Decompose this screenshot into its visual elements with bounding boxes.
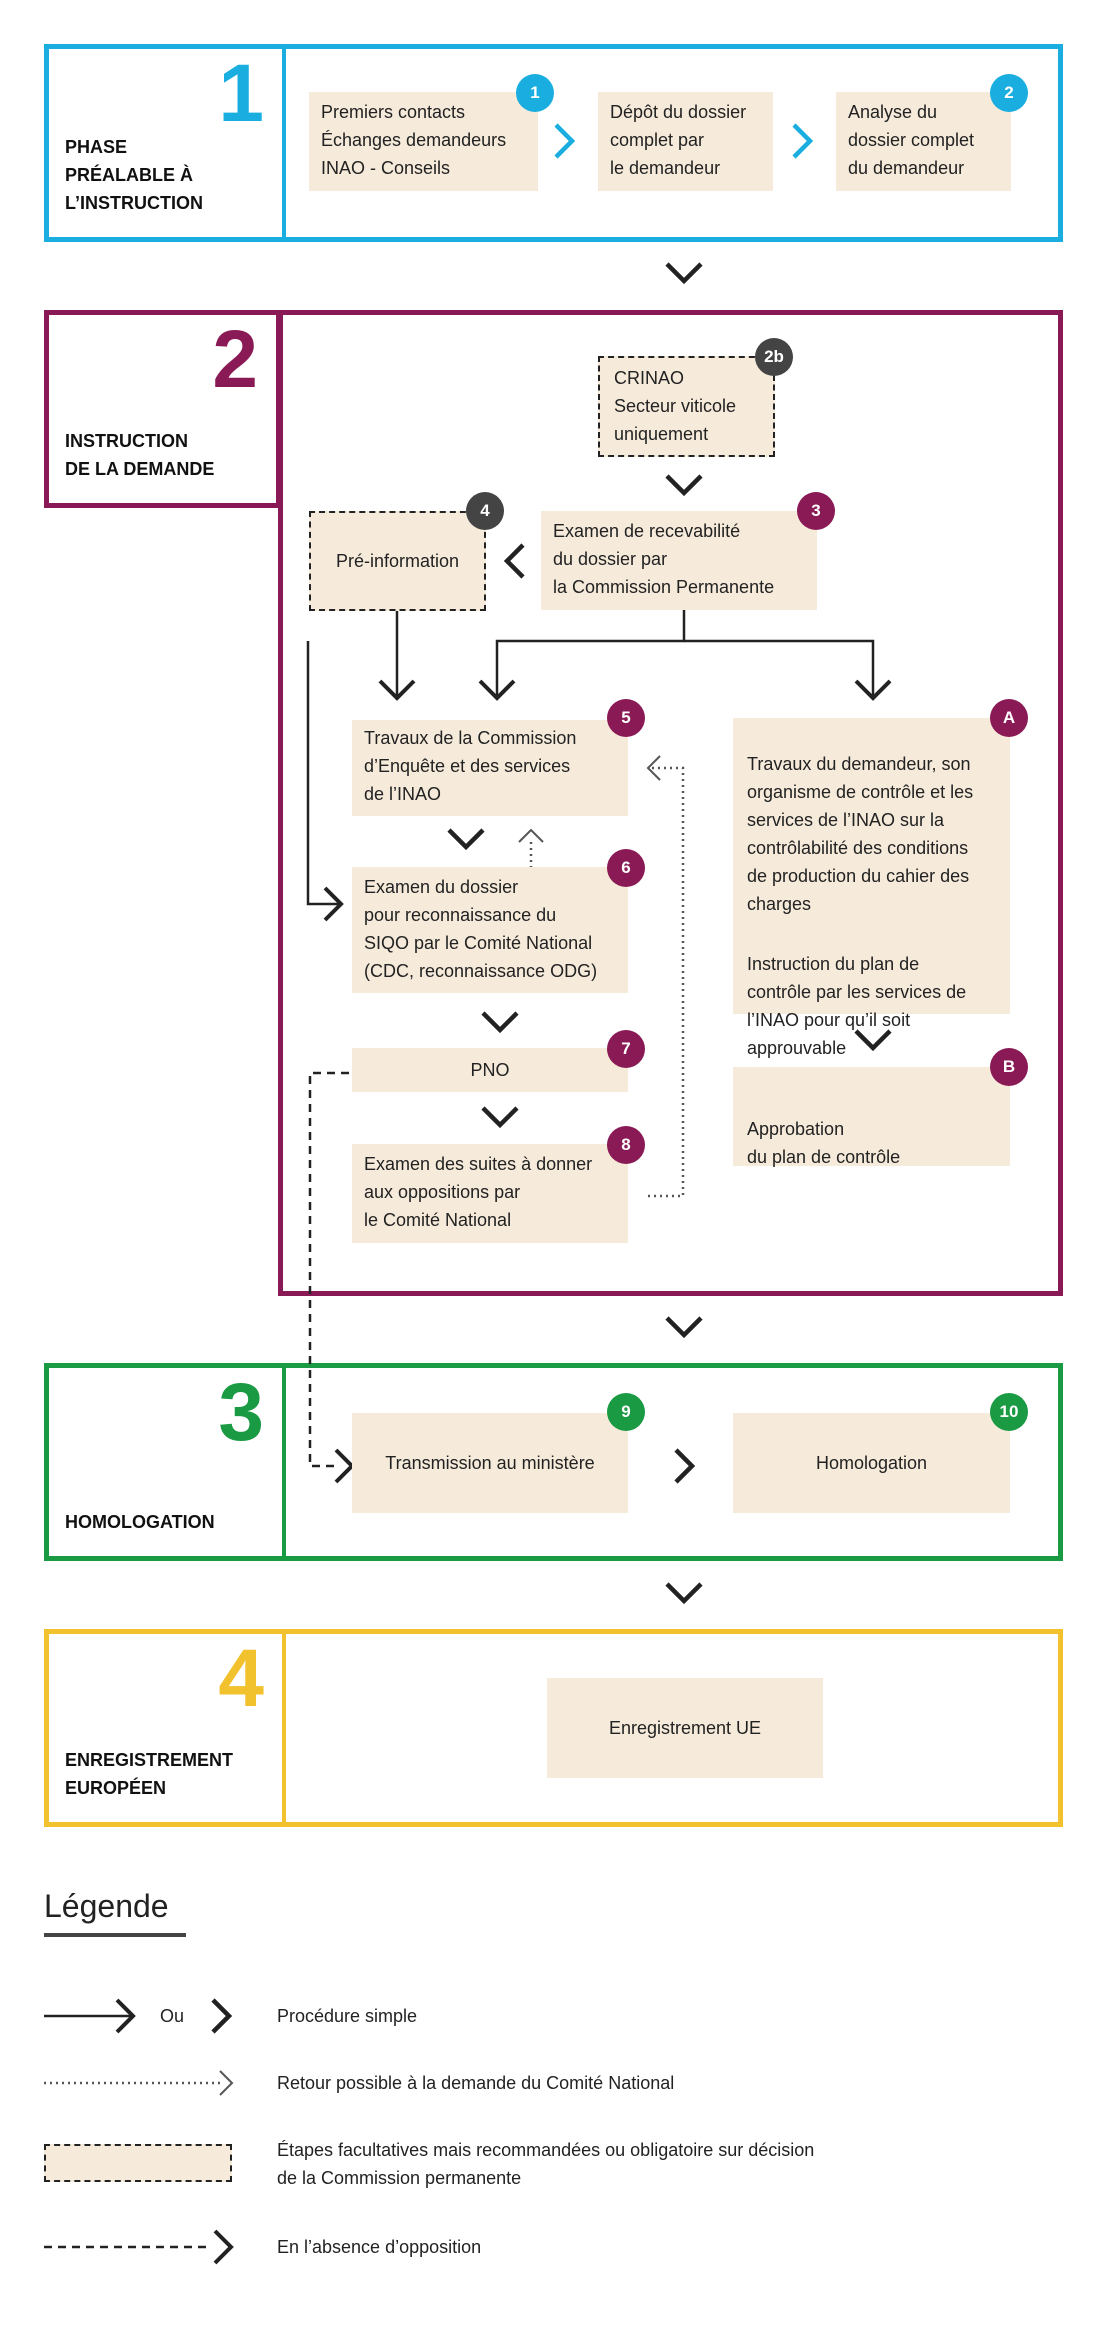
phase-1-title: PHASE PRÉALABLE À L’INSTRUCTION (65, 137, 203, 213)
badge-A: A (990, 699, 1028, 737)
chevron-down-icon (665, 1582, 703, 1605)
step-suites: Examen des suites à donner aux oppositio… (352, 1144, 628, 1243)
step-crinao: CRINAO Secteur viticole uniquement (598, 356, 775, 457)
badge-7: 7 (607, 1030, 645, 1068)
badge-B: B (990, 1048, 1028, 1086)
phase-4-label: 4 ENREGISTREMENT EUROPÉEN (49, 1634, 286, 1822)
legend-dashed-box-swatch (44, 2144, 232, 2182)
step-transmission: Transmission au ministère (352, 1413, 628, 1513)
step-homologation: Homologation (733, 1413, 1010, 1513)
step-travaux-demandeur-text: Travaux du demandeur, son organisme de c… (747, 754, 974, 914)
legend-dotted-arrowhead-icon (219, 2070, 234, 2096)
badge-10: 10 (990, 1393, 1028, 1431)
legend-dotted-text: Retour possible à la demande du Comité N… (277, 2073, 675, 2093)
step-travaux-demandeur: Travaux du demandeur, son organisme de c… (733, 718, 1010, 1058)
step-premiers-contacts: Premiers contacts Échanges demandeurs IN… (309, 92, 538, 191)
step-recevabilite: Examen de recevabilité du dossier par la… (541, 511, 817, 610)
phase-2-title: INSTRUCTION DE LA DEMANDE (65, 431, 215, 479)
phase-3-number: 3 (218, 1367, 264, 1458)
badge-6: 6 (607, 849, 645, 887)
step-pno: PNO (352, 1048, 628, 1092)
badge-1: 1 (516, 74, 554, 112)
step-examen-dossier: Examen du dossier pour reconnaissance du… (352, 867, 628, 993)
phase-4-number: 4 (218, 1633, 264, 1724)
step-pre-information: Pré-information (309, 511, 486, 611)
badge-9: 9 (607, 1393, 645, 1431)
chevron-down-icon (665, 1316, 703, 1339)
legend-title: Légende (44, 1888, 169, 1924)
step-analyse: Analyse du dossier complet du demandeur (836, 92, 1011, 191)
legend-arrowhead-icon (213, 2229, 234, 2265)
badge-4: 4 (466, 492, 504, 530)
badge-2b: 2b (755, 338, 793, 376)
phase-2-number: 2 (212, 314, 258, 405)
legend-dashed-box-text: Étapes facultatives mais recommandées ou… (277, 2140, 815, 2188)
phase-1-number: 1 (218, 48, 264, 139)
step-commission-enquete: Travaux de la Commission d’Enquête et de… (352, 720, 628, 816)
legend-simple-text: Procédure simple (277, 2006, 418, 2026)
chevron-down-icon (665, 262, 703, 285)
phase-4-title: ENREGISTREMENT EUROPÉEN (65, 1750, 234, 1798)
step-approbation-text: Approbation du plan de contrôle (747, 1119, 901, 1167)
phase-2-frame: 2 INSTRUCTION DE LA DEMANDE (44, 310, 281, 508)
phase-3-title: HOMOLOGATION (65, 1512, 215, 1532)
badge-8: 8 (607, 1126, 645, 1164)
phase-2-content-frame (278, 310, 1063, 1296)
phase-1-label: 1 PHASE PRÉALABLE À L’INSTRUCTION (49, 49, 286, 237)
step-enregistrement-ue: Enregistrement UE (547, 1678, 823, 1778)
badge-5: 5 (607, 699, 645, 737)
legend-or-label: Ou (160, 2006, 185, 2026)
step-instruction-plan-text: Instruction du plan de contrôle par les … (747, 954, 967, 1058)
legend-dashed-line-text: En l’absence d’opposition (277, 2237, 482, 2257)
badge-3: 3 (797, 492, 835, 530)
legend-chevron-icon (211, 1998, 233, 2034)
step-approbation: Approbation du plan de contrôle (733, 1067, 1010, 1167)
phase-3-label: 3 HOMOLOGATION (49, 1368, 286, 1556)
badge-2: 2 (990, 74, 1028, 112)
step-depot: Dépôt du dossier complet par le demandeu… (598, 92, 773, 191)
legend-arrowhead-icon (115, 1998, 136, 2034)
